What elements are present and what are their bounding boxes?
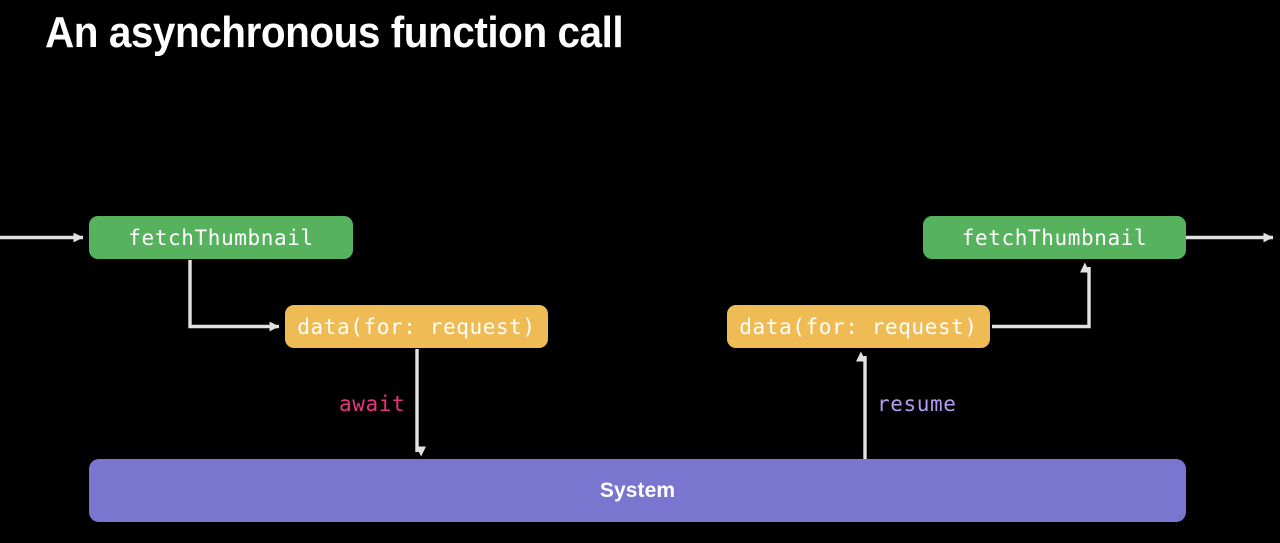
- arrow-call-right-to-fetch-right: [992, 262, 1091, 329]
- node-system[interactable]: System: [89, 459, 1186, 522]
- edge-label-resume: resume: [877, 392, 957, 416]
- node-data-for-request-left[interactable]: data(for: request): [285, 305, 548, 348]
- arrow-fetch-left-to-call-left: [188, 260, 280, 332]
- edge-label-await: await: [339, 392, 406, 416]
- node-fetch-thumbnail-right[interactable]: fetchThumbnail: [923, 216, 1186, 259]
- node-fetch-thumbnail-left[interactable]: fetchThumbnail: [89, 216, 353, 259]
- node-data-for-request-right[interactable]: data(for: request): [727, 305, 990, 348]
- page-title: An asynchronous function call: [45, 8, 624, 57]
